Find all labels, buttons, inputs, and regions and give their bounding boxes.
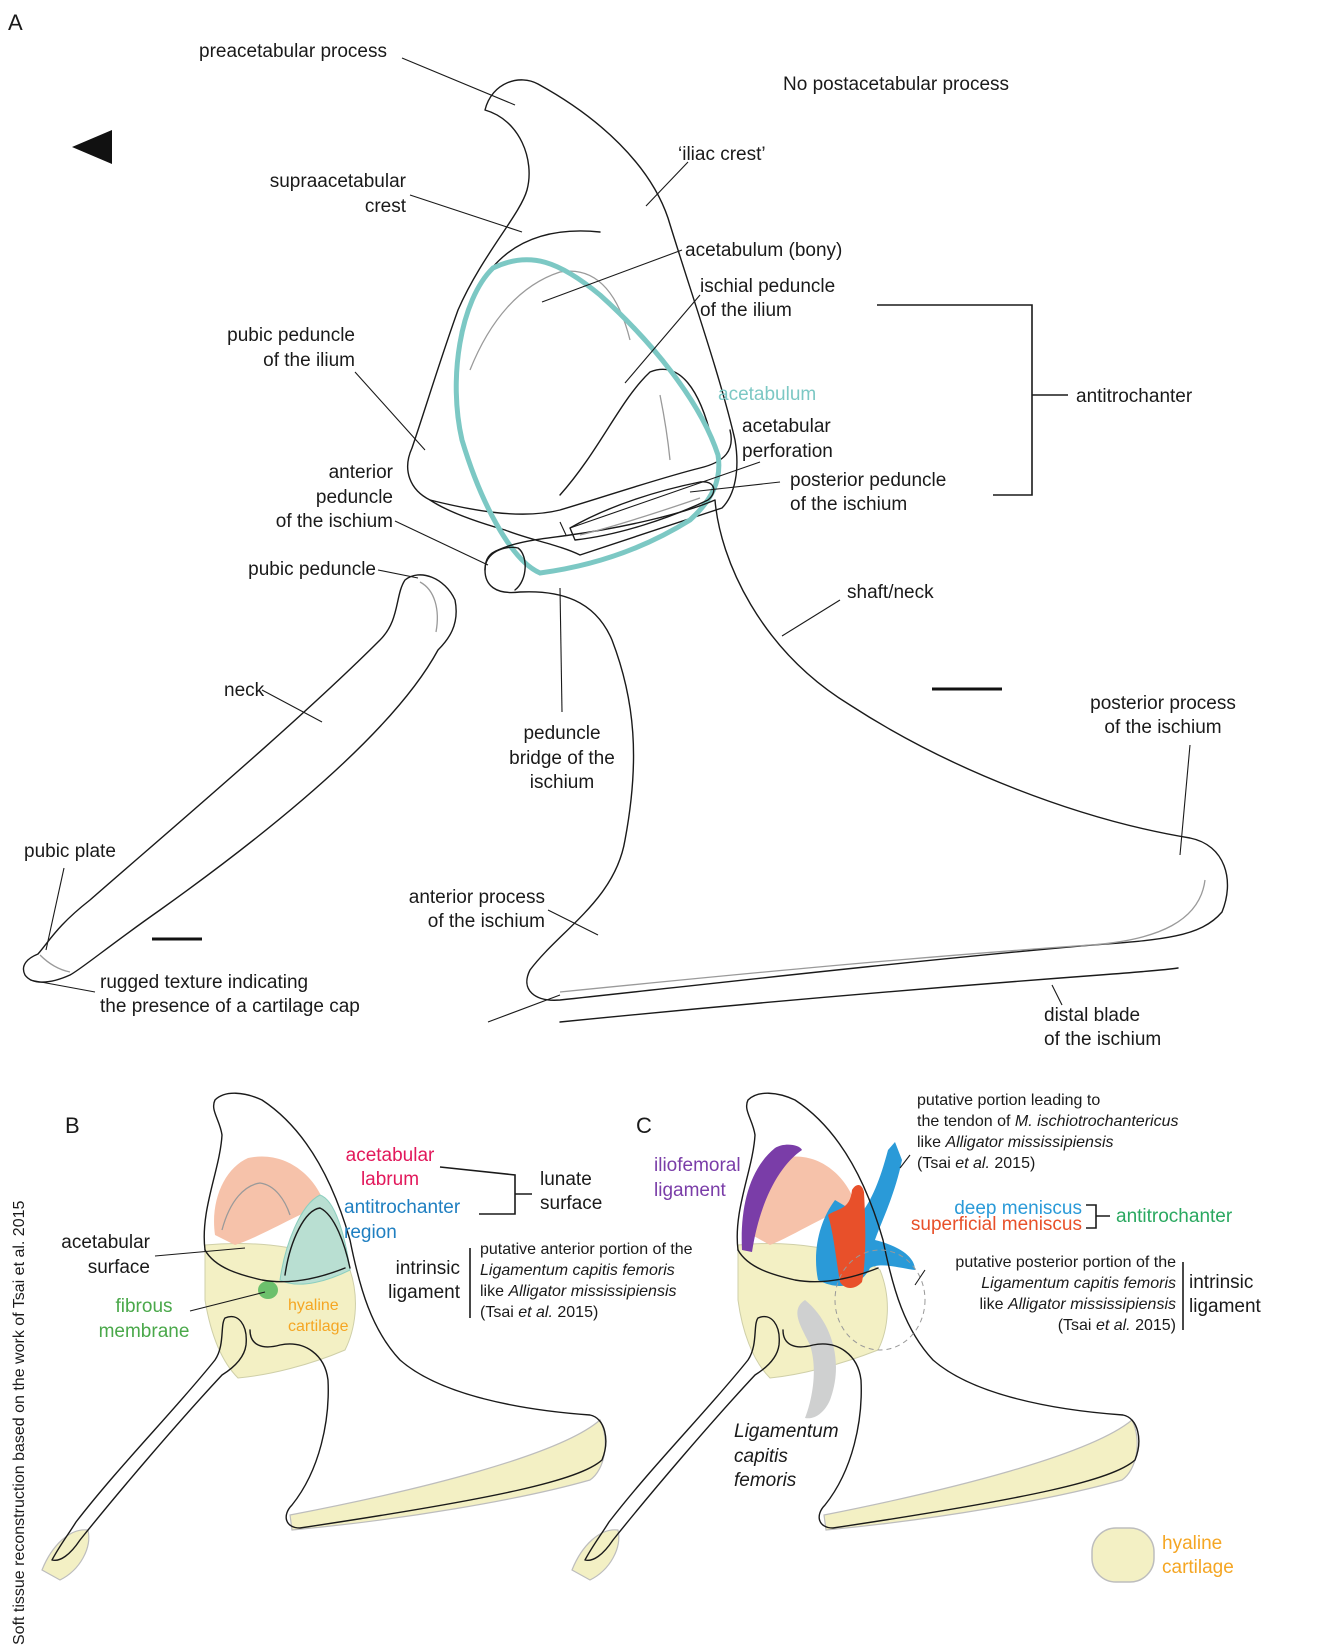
label-intrinsic-b-2: ligament [388, 1282, 461, 1303]
label-neck: neck [224, 680, 265, 701]
label-preacetabular-process: preacetabular process [199, 41, 387, 62]
anterior-arrow-icon [72, 130, 112, 164]
antitrochanter-bracket [877, 305, 1068, 495]
label-no-postacetabular-process: No postacetabular process [783, 74, 1009, 95]
label-fibrous-2: membrane [99, 1321, 190, 1342]
hyaline-pubic-tip-c [572, 1530, 619, 1580]
label-pubic-peduncle-ilium-2: of the ilium [263, 350, 355, 371]
pubic-plate-inner [40, 955, 70, 972]
label-lunate-2: surface [540, 1193, 602, 1214]
acetabulum-inner-line [470, 271, 630, 370]
label-anterior-peduncle-1: anterior [329, 462, 394, 483]
panel-label-a: A [8, 10, 23, 35]
label-pubic-peduncle-ilium-1: pubic peduncle [227, 325, 355, 346]
hyaline-distal-blade-b [290, 1420, 605, 1530]
label-ligamentum-3: femoris [734, 1470, 797, 1491]
label-put-tend-4: (Tsai et al. 2015) [917, 1155, 1035, 1172]
label-put-ant-1: putative anterior portion of the [480, 1241, 693, 1258]
label-peduncle-bridge-3: ischium [530, 772, 594, 793]
label-anterior-process-1: anterior process [409, 887, 545, 908]
label-ligamentum-2: capitis [734, 1446, 788, 1467]
ischial-peduncle-ilium-line [560, 369, 712, 495]
label-put-ant-3: like Alligator mississipiensis [480, 1283, 677, 1300]
label-acetabular-labrum-1: acetabular [346, 1145, 435, 1166]
label-intrinsic-c-1: intrinsic [1189, 1272, 1253, 1293]
label-ischial-peduncle-1: ischial peduncle [700, 276, 835, 297]
label-ischial-peduncle-2: of the ilium [700, 300, 792, 321]
label-put-ant-4: (Tsai et al. 2015) [480, 1304, 598, 1321]
label-iliofemoral-2: ligament [654, 1180, 727, 1201]
label-acetabular-surface-1: acetabular [61, 1232, 150, 1253]
ischium-distal-inner [560, 880, 1205, 992]
label-anterior-process-2: of the ischium [428, 911, 545, 932]
label-posterior-process-1: posterior process [1090, 693, 1236, 714]
label-acetabulum: acetabulum [718, 384, 816, 405]
label-put-post-2: Ligamentum capitis femoris [981, 1275, 1176, 1292]
label-acetabulum-bony: acetabulum (bony) [685, 240, 842, 261]
fibrous-membrane-region [258, 1281, 278, 1299]
pubis-outline [23, 575, 456, 982]
label-intrinsic-b-1: intrinsic [396, 1258, 460, 1279]
label-anterior-peduncle-2: peduncle [316, 487, 393, 508]
label-distal-blade-2: of the ischium [1044, 1029, 1161, 1050]
panel-label-b: B [65, 1113, 80, 1138]
label-acetabular-perforation-2: perforation [742, 441, 833, 462]
label-shaft-neck: shaft/neck [847, 582, 934, 603]
label-acetabular-surface-2: surface [88, 1257, 150, 1278]
label-peduncle-bridge-2: bridge of the [509, 748, 615, 769]
label-iliac-crest: ‘iliac crest’ [678, 144, 766, 165]
legend-hyaline-2: cartilage [1162, 1557, 1234, 1578]
label-put-tend-1: putative portion leading to [917, 1092, 1100, 1109]
label-antitrochanter-region-1: antitrochanter [344, 1197, 461, 1218]
label-supraacetabular-1: supraacetabular [270, 171, 407, 192]
panel-c: C putative portion leading to the tendon… [572, 1092, 1262, 1580]
label-hyaline-b-1: hyaline [288, 1297, 339, 1314]
panel-b: B acetabular labrum lunate surface antit… [42, 1093, 693, 1580]
label-antitrochanter: antitrochanter [1076, 386, 1193, 407]
label-posterior-peduncle-2: of the ischium [790, 494, 907, 515]
label-iliofemoral-1: iliofemoral [654, 1155, 741, 1176]
label-put-tend-3: like Alligator mississipiensis [917, 1134, 1114, 1151]
ischial-peduncle-ilium-inner [660, 395, 670, 460]
label-rugged-1: rugged texture indicating [100, 972, 308, 993]
label-antitrochanter-c: antitrochanter [1116, 1206, 1233, 1227]
pubis-outline-b [52, 1317, 246, 1561]
credit-text: Soft tissue reconstruction based on the … [11, 1200, 28, 1645]
label-superficial-meniscus: superficial meniscus [911, 1214, 1082, 1235]
legend-hyaline-1: hyaline [1162, 1533, 1222, 1554]
label-peduncle-bridge-1: peduncle [523, 723, 600, 744]
label-pubic-peduncle: pubic peduncle [248, 559, 376, 580]
label-hyaline-b-2: cartilage [288, 1318, 349, 1335]
label-acetabular-perforation-1: acetabular [742, 416, 831, 437]
label-lunate-1: lunate [540, 1169, 592, 1190]
label-ligamentum-1: Ligamentum [734, 1421, 839, 1442]
pubis-peduncle-inner [420, 582, 437, 632]
label-intrinsic-c-2: ligament [1189, 1296, 1262, 1317]
legend-hyaline-swatch [1092, 1528, 1154, 1582]
label-put-post-4: (Tsai et al. 2015) [1058, 1317, 1176, 1334]
label-posterior-process-2: of the ischium [1104, 717, 1221, 738]
label-put-post-1: putative posterior portion of the [955, 1254, 1176, 1271]
label-distal-blade-1: distal blade [1044, 1005, 1140, 1026]
label-put-tend-2: the tendon of M. ischiotrochantericus [917, 1113, 1178, 1130]
label-fibrous-1: fibrous [115, 1296, 172, 1317]
acetabulum-outline [456, 260, 719, 573]
legend: hyaline cartilage [1092, 1528, 1234, 1582]
panel-label-c: C [636, 1113, 652, 1138]
label-anterior-peduncle-3: of the ischium [276, 511, 393, 532]
label-antitrochanter-region-2: region [344, 1222, 397, 1243]
label-rugged-2: the presence of a cartilage cap [100, 996, 360, 1017]
label-acetabular-labrum-2: labrum [361, 1169, 419, 1190]
panel-a: A [8, 10, 1236, 1050]
label-put-post-3: like Alligator mississipiensis [980, 1296, 1177, 1313]
label-pubic-plate: pubic plate [24, 841, 116, 862]
hyaline-distal-blade-c [824, 1420, 1137, 1530]
label-supraacetabular-2: crest [365, 196, 407, 217]
label-put-ant-2: Ligamentum capitis femoris [480, 1262, 675, 1279]
label-posterior-peduncle-1: posterior peduncle [790, 470, 946, 491]
